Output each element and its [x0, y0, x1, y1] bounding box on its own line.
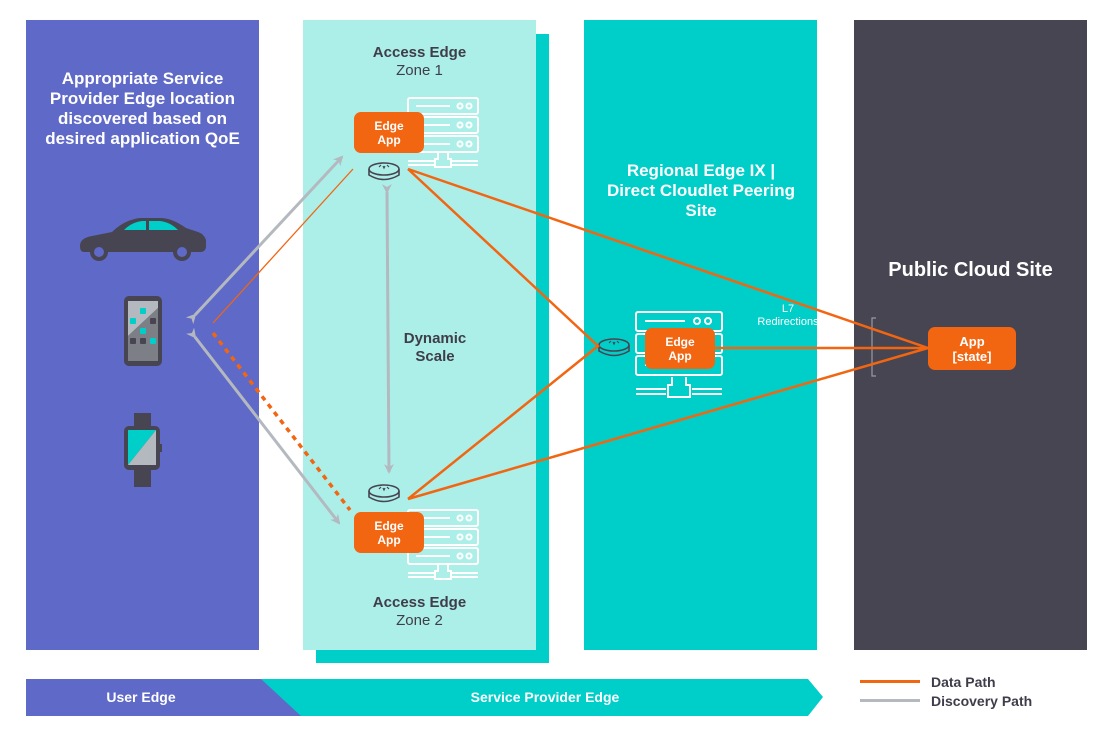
router-icon-zone1 — [368, 162, 400, 181]
edge-app-zone2: Edge App — [354, 512, 424, 553]
edge-app-zone1-line1: Edge — [374, 118, 404, 133]
cloud-app-state: App [state] — [928, 327, 1016, 370]
edge-app-zone2-line1: Edge — [374, 518, 404, 533]
access-edge-zone2-subtitle: Zone 2 — [396, 611, 443, 629]
service-provider-edge-bar — [255, 679, 823, 716]
smartphone-icon — [124, 296, 162, 366]
data-path-zone1-cloud — [407, 167, 929, 350]
cloud-app-line1: App — [959, 333, 985, 349]
discovery-path-zone2 — [186, 327, 341, 525]
discovery-path-swatch — [860, 699, 920, 702]
data-path-zone2-cloud — [407, 346, 929, 501]
car-icon — [80, 218, 206, 261]
l7-redirections-label: L7 Redirections — [757, 303, 819, 328]
data-path-swatch — [860, 680, 920, 683]
edge-app-regional-line1: Edge — [665, 334, 695, 349]
access-edge-zone2-title: Access Edge Zone 2 — [303, 594, 536, 629]
user-edge-title: Appropriate Service Provider Edge locati… — [45, 69, 240, 149]
edge-app-regional: Edge App — [645, 328, 715, 369]
service-provider-edge-label: Service Provider Edge — [470, 689, 620, 705]
edge-app-regional-line2: App — [668, 348, 692, 363]
legend-item-data-path: Data Path — [860, 672, 1032, 691]
server-icon-zone2 — [407, 509, 479, 580]
edge-app-zone1: Edge App — [354, 112, 424, 153]
router-icon-zone2 — [368, 484, 400, 503]
cloud-app-line2: [state] — [952, 348, 992, 364]
data-path-zone1-regional-zone2 — [407, 168, 600, 500]
user-edge-label: User Edge — [106, 689, 176, 705]
edge-app-zone2-line2: App — [377, 532, 401, 547]
access-edge-zone1-heading: Access Edge — [372, 44, 467, 61]
legend-item-discovery-path: Discovery Path — [860, 691, 1032, 710]
public-cloud-title: Public Cloud Site — [888, 259, 1053, 281]
access-edge-zone1-title: Access Edge Zone 1 — [303, 44, 536, 79]
regional-edge-title: Regional Edge IX | Direct Cloudlet Peeri… — [607, 161, 795, 221]
access-edge-zone2-heading: Access Edge — [372, 594, 467, 611]
access-edge-zone1-subtitle: Zone 1 — [396, 61, 443, 79]
legend: Data Path Discovery Path — [860, 672, 1032, 710]
data-path-device-zone1 — [212, 168, 354, 324]
legend-label: Discovery Path — [931, 692, 1033, 709]
discovery-path-zone1 — [185, 155, 344, 325]
router-icon-regional — [598, 338, 630, 357]
dynamic-scale-arrow — [381, 183, 394, 474]
smartwatch-icon — [124, 413, 162, 487]
data-path-device-zone2-dotted — [211, 331, 352, 512]
legend-label: Data Path — [931, 673, 996, 690]
dynamic-scale-label: Dynamic Scale — [403, 330, 467, 365]
edge-app-zone1-line2: App — [377, 132, 401, 147]
user-edge-bar — [26, 679, 301, 716]
